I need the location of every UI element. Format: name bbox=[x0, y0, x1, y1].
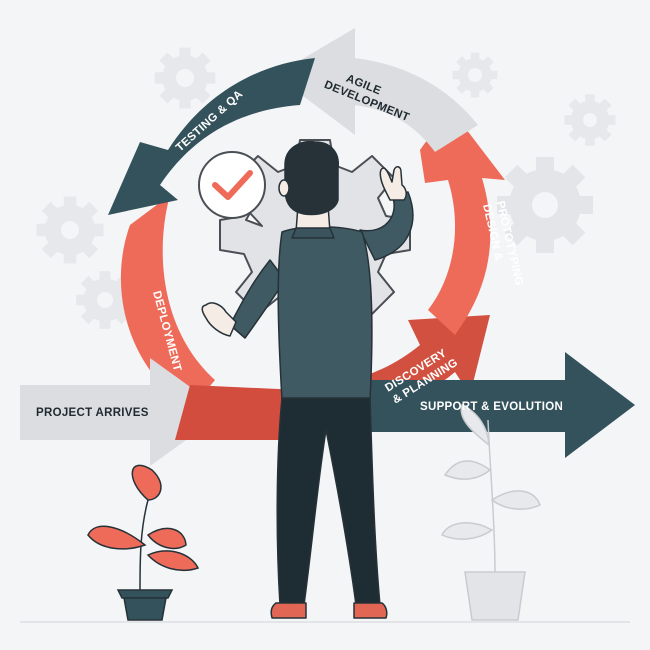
background-gear-icon bbox=[564, 94, 616, 146]
background-gear-icon bbox=[154, 47, 216, 109]
project-arrives-arrow bbox=[20, 358, 225, 466]
background-gear-icon bbox=[36, 196, 104, 264]
deployment-arrow bbox=[120, 195, 215, 410]
potted-plant-icon bbox=[87, 464, 200, 621]
project-arrives-label: PROJECT ARRIVES bbox=[36, 407, 149, 419]
background-gear-icon bbox=[452, 52, 498, 98]
developer-figure bbox=[201, 140, 414, 619]
deployment-band bbox=[175, 385, 300, 440]
background-plant-icon bbox=[440, 403, 541, 621]
design-prototyping-arrow bbox=[420, 108, 505, 335]
agile-development-arrow bbox=[275, 28, 478, 152]
testing-qa-arrow bbox=[108, 58, 315, 215]
support-evolution-label: SUPPORT & EVOLUTION bbox=[420, 401, 563, 413]
background-gear-icon bbox=[497, 157, 593, 253]
check-bubble-icon bbox=[198, 151, 266, 227]
support-evolution-arrow bbox=[360, 352, 635, 458]
background-gear-icon bbox=[76, 271, 134, 329]
